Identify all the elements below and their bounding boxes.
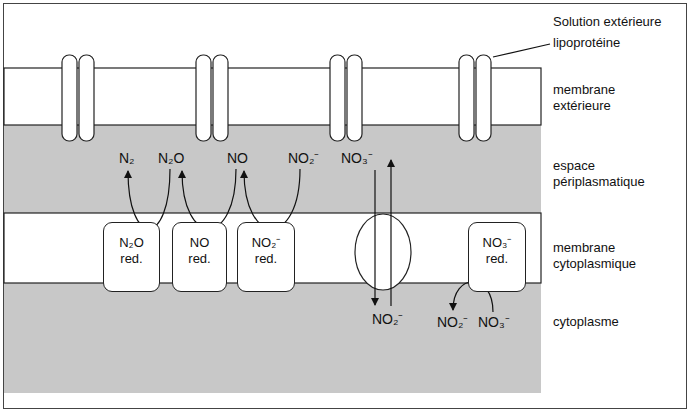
region-label: espace périplasmatique: [553, 158, 665, 190]
enzyme-name: NO₃⁻ red.: [478, 235, 516, 267]
species-label: N₂O: [158, 150, 184, 166]
enzyme-name: NO₂⁻ red.: [247, 235, 285, 267]
lipoprotein-half: [330, 55, 345, 141]
species-label: NO: [227, 150, 248, 166]
lipoprotein-half: [476, 55, 491, 141]
reaction-arrow: [182, 169, 236, 229]
enzyme-name: NO red.: [181, 235, 219, 267]
periplasm-cytoplasm-ground: [4, 125, 541, 393]
lipoprotein-half: [347, 55, 362, 141]
transport-arrow: [390, 160, 391, 306]
transporter: [355, 214, 411, 290]
enzyme-box: NO₃⁻ red.: [468, 222, 526, 292]
lipoprotein-half: [79, 55, 94, 141]
enzyme-box: NO red.: [172, 222, 227, 292]
lipoprotein-half: [213, 55, 228, 141]
region-label: membrane cytoplasmique: [553, 240, 665, 272]
reaction-arrow: [244, 169, 300, 229]
reaction-arrow: [128, 169, 170, 229]
species-label: NO₂⁻: [288, 150, 319, 166]
enzyme-box: NO₂⁻ red.: [237, 222, 295, 292]
species-label: NO₃⁻: [341, 150, 373, 166]
transport-arrow: [374, 170, 375, 305]
enzyme-box: N₂O red.: [103, 222, 160, 292]
enzyme-name: N₂O red.: [113, 235, 151, 267]
lipoprotein-half: [196, 55, 211, 141]
species-label: NO₂⁻: [437, 314, 468, 330]
region-label: membrane extérieure: [553, 82, 653, 114]
species-label: NO₃⁻: [478, 314, 510, 330]
species-label: NO₂⁻: [372, 311, 403, 327]
part-label: lipoprotéine: [553, 35, 620, 51]
lipoprotein-half: [459, 55, 474, 141]
species-label: N₂: [119, 150, 135, 166]
region-label: Solution extérieure: [553, 14, 661, 30]
lipoproteins: [62, 55, 491, 141]
region-label: cytoplasme: [553, 314, 619, 330]
leader-line: [493, 44, 550, 57]
frame: [4, 4, 687, 409]
lipoprotein-half: [62, 55, 77, 141]
